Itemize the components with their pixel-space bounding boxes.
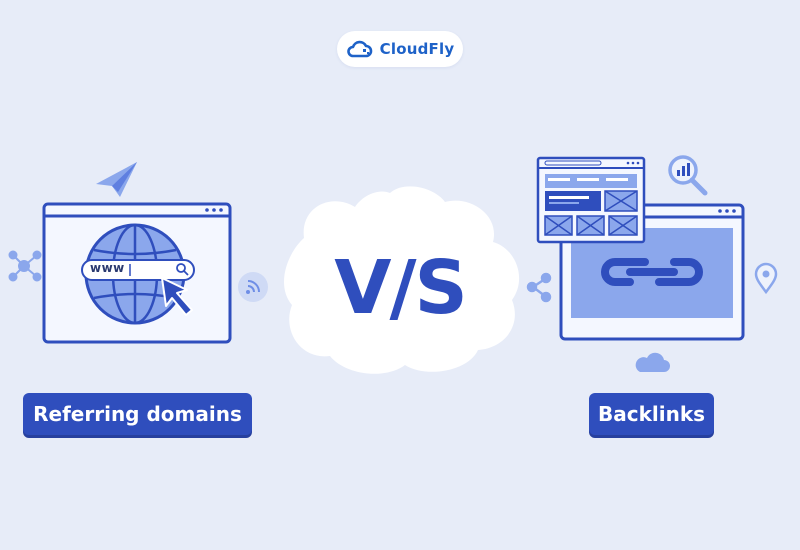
wifi-signal-icon (238, 272, 268, 302)
url-bar (81, 259, 195, 281)
brand-name: CloudFly (379, 40, 455, 58)
referring-domains-label: Referring domains (23, 393, 252, 435)
link-chain-icon (601, 258, 703, 286)
cursor-arrow-icon (161, 277, 193, 316)
share-icon (526, 272, 552, 303)
website-wireframe (536, 156, 646, 244)
paper-plane-icon (96, 162, 137, 197)
cloud-logo-icon (346, 40, 372, 58)
cloud-icon (635, 352, 670, 372)
backlinks-label: Backlinks (589, 393, 714, 435)
vs-separator: V/S (334, 245, 468, 331)
url-text: www (90, 261, 125, 275)
brand-logo: CloudFly (337, 31, 463, 67)
magnifier-chart-icon (668, 155, 708, 196)
location-pin-icon (754, 262, 778, 295)
network-nodes-icon (8, 250, 42, 282)
search-icon (176, 263, 189, 276)
